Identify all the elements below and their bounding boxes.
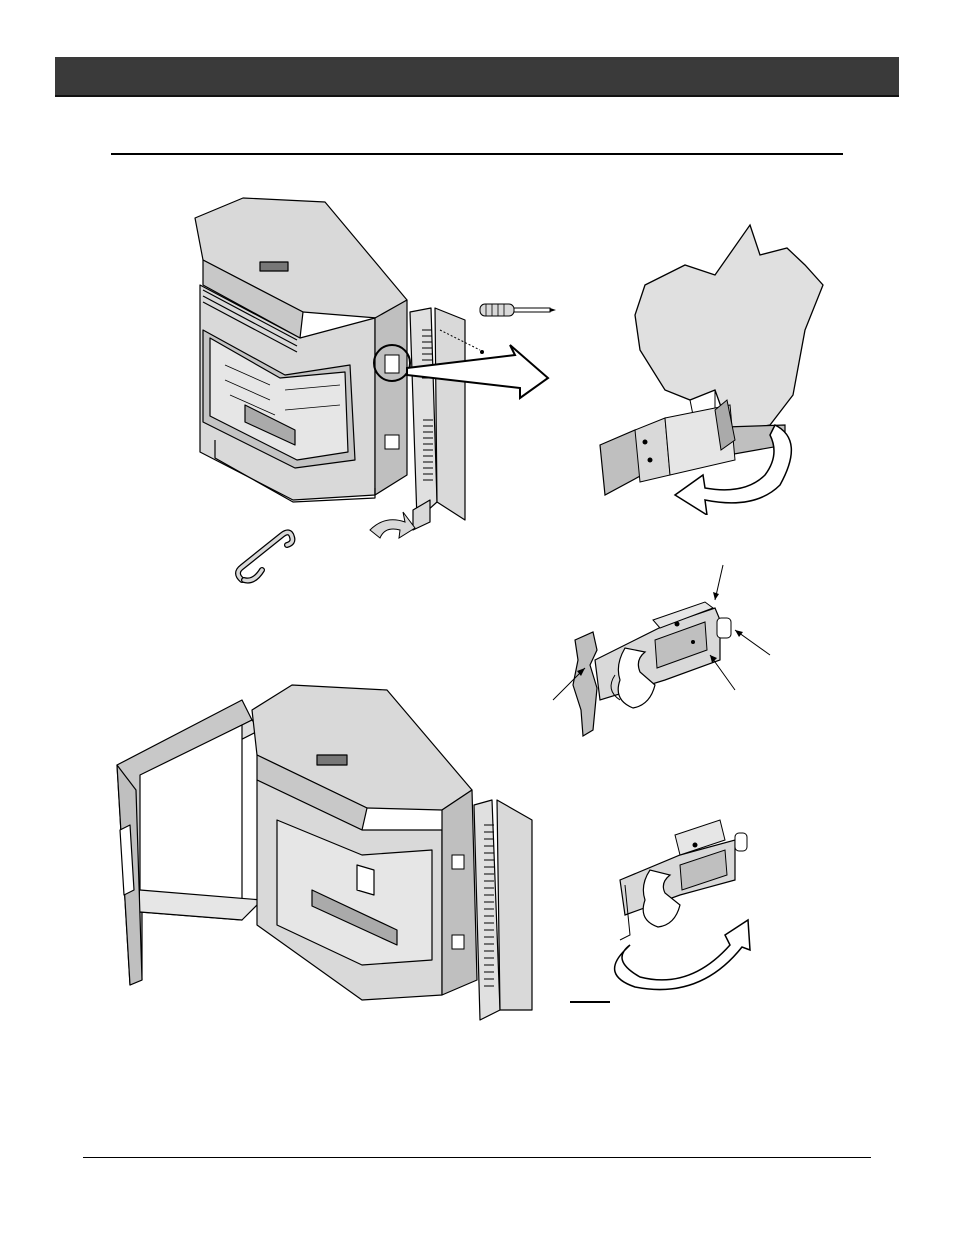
hook-tool-icon (232, 525, 302, 590)
pellet-stove-doors-open-illustration (112, 680, 537, 1025)
header-bar (55, 57, 899, 97)
latch-rotate-closed-illustration (570, 795, 770, 1015)
screwdriver-icon (478, 300, 558, 322)
footer-rule (83, 1157, 871, 1158)
section-rule (111, 153, 843, 155)
latch-detail-illustration (545, 560, 775, 740)
hand-turning-latch-illustration (595, 220, 825, 515)
